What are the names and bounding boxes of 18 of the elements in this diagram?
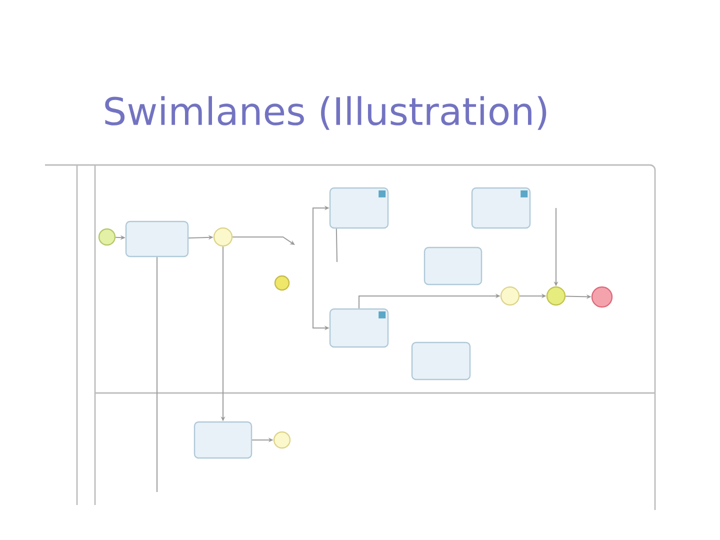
connector-line — [336, 228, 338, 262]
task-box — [329, 308, 389, 348]
task-box — [424, 246, 482, 286]
end-event-circle — [591, 286, 613, 308]
task-box — [471, 187, 531, 229]
event-circle — [500, 286, 520, 306]
task-box — [194, 421, 252, 459]
arrow — [232, 236, 295, 245]
title: Swimlanes (Illustration) — [105, 96, 546, 130]
task-box — [329, 187, 389, 229]
task-box — [411, 342, 471, 380]
event-circle — [213, 227, 233, 247]
event-circle — [98, 228, 116, 246]
event-circle — [274, 275, 290, 291]
event-circle — [546, 286, 566, 306]
task-box — [125, 220, 189, 258]
connector-line — [156, 256, 158, 492]
event-circle — [273, 431, 291, 449]
